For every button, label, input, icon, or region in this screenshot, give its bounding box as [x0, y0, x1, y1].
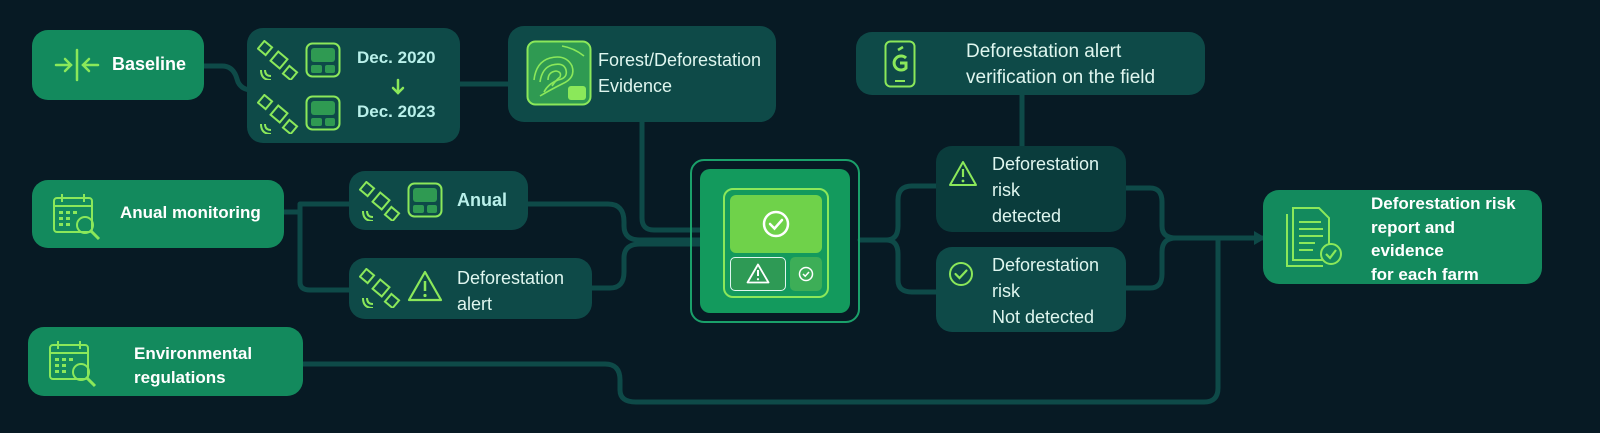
arrow-down-icon: [391, 78, 405, 95]
warning-icon: [949, 161, 977, 186]
calendar-search-icon: [49, 341, 97, 388]
node-field-verification-label: Deforestation alert verification on the …: [966, 41, 1156, 88]
warning-icon: [746, 263, 770, 284]
node-risk-not-detected: Deforestation risk Not detected: [936, 247, 1126, 332]
connector-baseline-dates: [201, 63, 255, 93]
node-baseline: Baseline: [32, 30, 204, 100]
satellite-icon: [257, 94, 299, 134]
analysis-hub-frame: [723, 188, 829, 298]
node-annual: Anual: [349, 171, 528, 230]
node-evidence-label: Forest/Deforestation Evidence: [598, 50, 762, 96]
node-deforestation-alert: Deforestation alert: [349, 258, 592, 319]
connector-regulations-report: [300, 235, 1221, 405]
satellite-icon: [359, 181, 401, 221]
document-check-icon: [1286, 207, 1342, 267]
node-report: Deforestation risk report and evidence f…: [1263, 190, 1542, 284]
map-tile-icon: [305, 42, 341, 78]
check-icon: [762, 210, 790, 238]
connector-evidence-hub: [639, 117, 703, 233]
node-environmental-regulations: Environmental regulations: [28, 327, 303, 396]
analysis-hub-screen: [730, 195, 822, 253]
topographic-map-icon: [526, 40, 592, 106]
map-tile-icon: [305, 95, 341, 131]
date-end: Dec. 2023: [357, 102, 436, 121]
node-annual-label: Anual: [457, 190, 508, 210]
analysis-hub: [690, 159, 860, 323]
analysis-hub-check-tile: [790, 257, 822, 291]
small-check-icon: [798, 266, 814, 282]
node-risk-detected: Deforestation risk detected: [936, 146, 1126, 232]
map-tile-icon: [407, 182, 443, 218]
connector-notdetected-report: [1123, 235, 1179, 291]
node-evidence: Forest/Deforestation Evidence: [508, 26, 776, 122]
connector-hub-split: [857, 183, 939, 295]
date-start: Dec. 2020: [357, 48, 436, 67]
node-annual-monitoring: Anual monitoring: [32, 180, 284, 248]
node-risk-detected-label: Deforestation risk detected: [992, 154, 1100, 226]
calendar-search-icon: [53, 194, 101, 241]
node-annual-monitoring-label: Anual monitoring: [120, 203, 261, 222]
connector-alert-hub: [589, 241, 703, 291]
check-circle-icon: [949, 262, 973, 286]
connector-monitoring-split: [281, 201, 353, 293]
warning-icon: [407, 270, 443, 302]
connector-detected-report: [1123, 185, 1265, 241]
node-risk-not-detected-label: Deforestation risk Not detected: [992, 255, 1100, 327]
arrows-inward-icon: [54, 48, 100, 82]
satellite-icon: [359, 268, 401, 308]
node-environmental-regulations-label: Environmental regulations: [134, 344, 253, 387]
node-field-verification: Deforestation alert verification on the …: [856, 32, 1205, 95]
connector-annual-hub: [525, 201, 703, 243]
node-report-label: Deforestation risk report and evidence f…: [1371, 194, 1516, 284]
analysis-hub-warning-tile: [730, 257, 786, 291]
mobile-app-icon: [884, 40, 916, 88]
node-deforestation-alert-label: Deforestation alert: [457, 268, 565, 314]
node-baseline-dates: Dec. 2020 Dec. 2023: [247, 28, 460, 143]
satellite-icon: [257, 40, 299, 80]
node-baseline-label: Baseline: [112, 54, 187, 74]
